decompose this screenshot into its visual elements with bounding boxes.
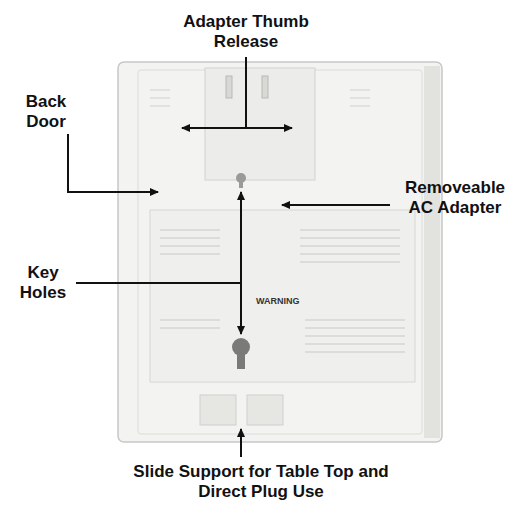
housing — [118, 62, 442, 442]
leader-arrow — [240, 429, 242, 457]
callout-label: Back Door — [18, 92, 74, 132]
callout-label: Key Holes — [12, 263, 74, 303]
callout-label: Adapter Thumb Release — [176, 12, 316, 52]
slide-tab — [247, 395, 283, 425]
leader-arrow — [182, 127, 292, 129]
adapter-prong — [226, 76, 232, 98]
key-hole-slot — [239, 178, 243, 188]
key-hole-slot — [237, 347, 245, 369]
grip-ridges — [150, 90, 370, 106]
sticker-text: WARNING — [256, 296, 316, 306]
leader-arrow — [68, 134, 158, 192]
callout-label: Slide Support for Table Top and Direct P… — [111, 462, 411, 502]
callout-label: Removeable AC Adapter — [394, 178, 516, 218]
fine-print — [160, 230, 405, 352]
adapter-prong — [262, 76, 268, 98]
leader-arrow — [282, 204, 390, 206]
housing-edge — [424, 66, 440, 438]
warning-sticker — [150, 210, 415, 382]
leader-arrow — [240, 192, 242, 334]
slide-tab — [200, 395, 236, 425]
leader-line — [245, 57, 247, 127]
ac-adapter — [205, 68, 315, 180]
leader-line — [76, 282, 240, 284]
